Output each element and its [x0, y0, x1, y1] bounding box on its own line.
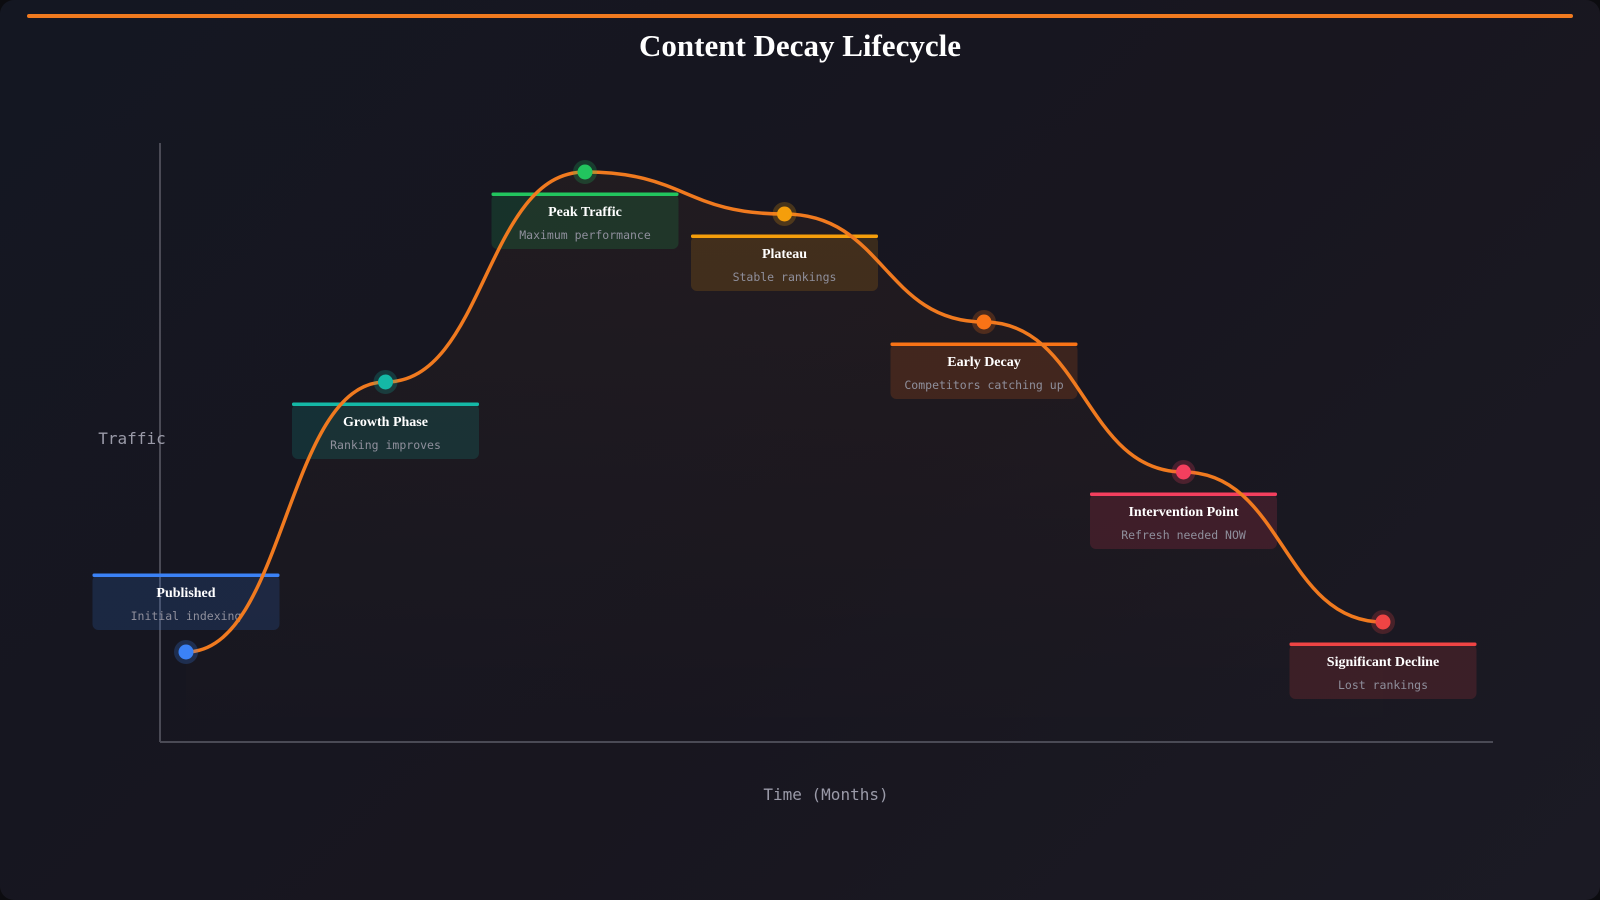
stage-desc: Lost rankings [1338, 678, 1428, 692]
stage-card-bg [1090, 494, 1277, 549]
stage-name: Early Decay [947, 355, 1020, 370]
point-dot [378, 374, 393, 390]
point-dot [577, 164, 593, 180]
stage-point-peak-traffic [573, 160, 597, 184]
stage-card-bg [691, 236, 878, 291]
stage-name: Intervention Point [1128, 505, 1238, 520]
stage-card-accent [491, 192, 679, 196]
point-dot [976, 314, 992, 330]
stage-name: Growth Phase [343, 415, 428, 430]
stage-desc: Ranking improves [330, 438, 441, 452]
stage-desc: Refresh needed NOW [1121, 528, 1246, 542]
y-axis-label: Traffic [98, 429, 165, 448]
point-dot [178, 644, 194, 660]
stage-desc: Competitors catching up [904, 378, 1063, 392]
stage-point-growth-phase [373, 370, 398, 394]
stage-name: Significant Decline [1327, 655, 1439, 670]
stage-card-bg [491, 194, 679, 249]
stage-card-bg [292, 404, 479, 459]
stage-desc: Maximum performance [519, 228, 651, 242]
point-dot [1375, 614, 1391, 630]
stage-card-accent [890, 342, 1078, 346]
stage-card-accent [1090, 492, 1277, 496]
stage-card-bg [92, 575, 280, 630]
stage-point-intervention-point [1171, 460, 1196, 484]
stage-card-accent [292, 402, 479, 406]
diagram-title: Content Decay Lifecycle [639, 28, 961, 63]
stage-points [174, 160, 1395, 664]
stage-desc: Initial indexing [131, 609, 242, 623]
x-axis-label: Time (Months) [763, 785, 888, 804]
stage-point-early-decay [972, 310, 996, 334]
stage-name: Plateau [762, 247, 807, 262]
point-dot [777, 206, 792, 222]
stage-card-accent [691, 234, 878, 238]
stage-point-significant-decline [1371, 610, 1395, 634]
area-fill [186, 172, 1383, 742]
accent-bar [27, 14, 1573, 18]
stage-point-published [174, 640, 198, 664]
stage-card-accent [92, 573, 280, 577]
stage-card-bg [890, 344, 1078, 399]
stage-card-bg [1289, 644, 1477, 699]
stage-name: Published [156, 586, 215, 601]
stage-desc: Stable rankings [733, 270, 837, 284]
stage-name: Peak Traffic [548, 205, 622, 220]
point-dot [1176, 464, 1191, 480]
stage-point-plateau [772, 202, 797, 226]
stage-card-accent [1289, 642, 1477, 646]
